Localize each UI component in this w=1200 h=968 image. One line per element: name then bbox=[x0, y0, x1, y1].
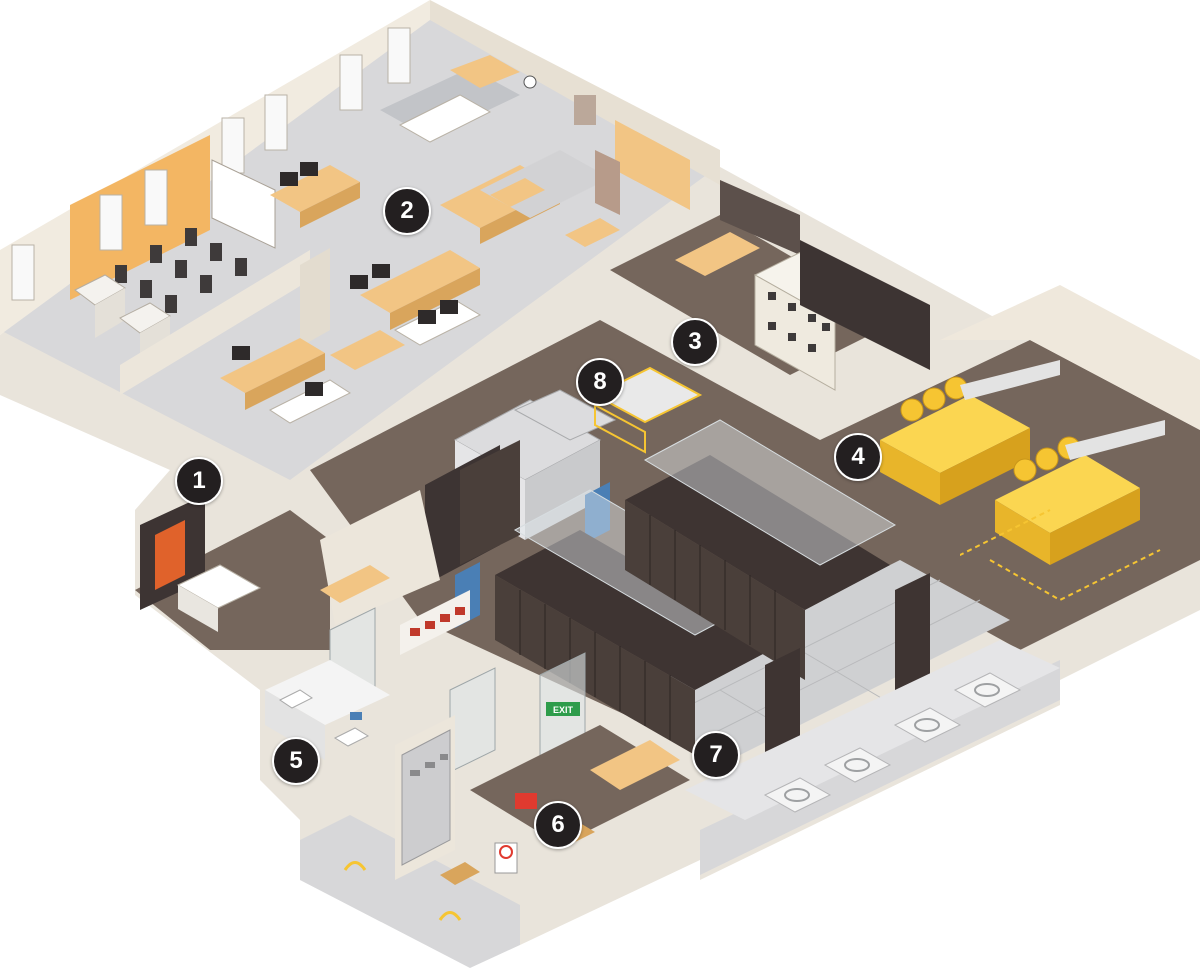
marker-8-storage-shelving[interactable]: 8 bbox=[576, 358, 624, 406]
marker-4-generators[interactable]: 4 bbox=[834, 433, 882, 481]
marker-3-control-room[interactable]: 3 bbox=[671, 318, 719, 366]
outdoor-chillers bbox=[685, 640, 1060, 875]
office-wing bbox=[0, 0, 720, 480]
lobby bbox=[135, 495, 330, 650]
loading-dock bbox=[300, 715, 690, 968]
exit-sign: EXIT bbox=[546, 702, 580, 716]
data-hall bbox=[310, 320, 1010, 777]
marker-2-offices[interactable]: 2 bbox=[383, 187, 431, 235]
exit-sign-label: EXIT bbox=[553, 705, 574, 715]
marker-7-data-hall[interactable]: 7 bbox=[692, 731, 740, 779]
control-room bbox=[610, 180, 930, 391]
marker-5-restrooms[interactable]: 5 bbox=[272, 737, 320, 785]
marker-1-lobby[interactable]: 1 bbox=[175, 457, 223, 505]
marker-6-loading-dock[interactable]: 6 bbox=[534, 801, 582, 849]
